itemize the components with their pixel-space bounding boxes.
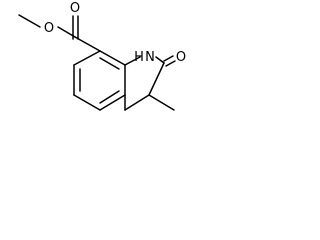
ester-ether-oxygen-label: O (44, 21, 54, 36)
ring-bond-c5-c6 (73, 94, 101, 111)
benzene-ring (73, 50, 126, 111)
methyl-substituent-bond (148, 94, 175, 111)
amide-carbonyl-oxygen-label: O (176, 50, 186, 65)
ring-bond-c7-c8 (73, 50, 101, 66)
ester-to-ring-bond (74, 36, 101, 52)
ring-bond-c2-c3 (148, 62, 165, 96)
ring-bond-c4a-c5 (99, 94, 126, 111)
aromatic-inner-bond-2 (99, 90, 120, 104)
amide-hydrogen-label: H (134, 50, 144, 65)
methoxy-methyl-bond (18, 14, 41, 28)
ring-bond-n1-c2 (155, 56, 165, 64)
lactam-ring (124, 55, 176, 111)
amide-carbonyl-double-bond-a (163, 55, 174, 62)
ester-carbonyl-oxygen-label: O (70, 1, 80, 16)
amide-carbonyl-double-bond-b (165, 60, 176, 67)
ring-bond-c8a-n1 (124, 56, 141, 66)
ring-bond-c8-c8a (99, 50, 126, 66)
aromatic-inner-bond-1 (99, 57, 120, 70)
chemical-structure: O O H N O (18, 1, 186, 111)
ring-bond-c3-c4 (124, 94, 150, 111)
methyl-ester-group (18, 14, 101, 52)
ether-oxygen-carbonyl-bond (57, 26, 76, 38)
amide-nitrogen-label: N (145, 50, 155, 65)
